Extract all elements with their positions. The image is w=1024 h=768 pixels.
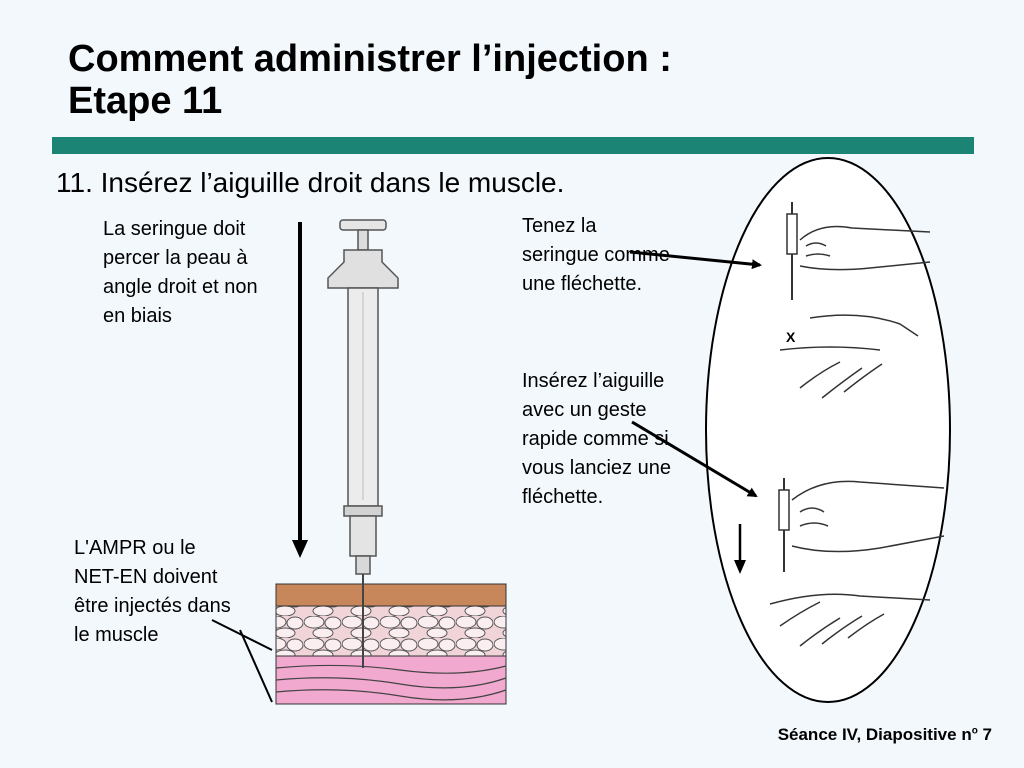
step-instruction: 11. Insérez l’aiguille droit dans le mus…	[56, 167, 565, 198]
footer-slide-number: 7	[977, 725, 992, 744]
lower-hand-drawing	[769, 478, 945, 647]
muscle-note: L'AMPR ou le NET-EN doivent être injecté…	[74, 537, 231, 646]
syringe	[327, 219, 399, 668]
tissue-diagram	[275, 583, 507, 705]
footer-text: Séance IV, Diapositive n	[777, 725, 972, 744]
title-divider-bar	[52, 137, 974, 154]
hands-illustration-frame	[705, 157, 951, 703]
footer-superscript: o	[971, 725, 978, 737]
slide-footer: Séance IV, Diapositive no 7	[778, 725, 992, 745]
slide-title-line-1: Comment administrer l’injection :	[68, 38, 672, 80]
grip-note: Tenez la seringue comme une fléchette.	[522, 215, 670, 295]
slide-title-line-2: Etape 11	[68, 80, 223, 122]
insert-note: Insérez l’aiguille avec un geste rapide …	[522, 370, 671, 508]
grip-callout-arrow	[629, 250, 762, 270]
injection-mark-label: X	[786, 329, 796, 345]
direction-arrow-head	[292, 540, 308, 558]
insert-callout-arrow	[631, 420, 758, 498]
slide-title: Comment administrer l’injection : Etape …	[68, 38, 672, 122]
upper-hand-drawing	[779, 202, 931, 399]
angle-note: La seringue doit percer la peau à angle …	[103, 218, 258, 327]
